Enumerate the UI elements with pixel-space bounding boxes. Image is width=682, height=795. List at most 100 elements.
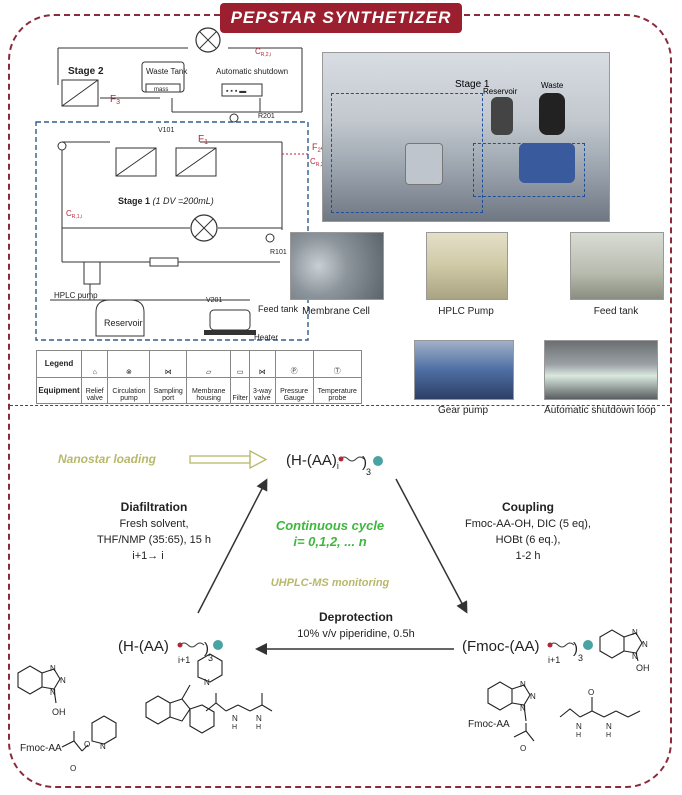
left-nanostar-icon xyxy=(213,640,223,650)
hplc-pump-caption: HPLC Pump xyxy=(438,306,494,317)
svg-text:N: N xyxy=(530,692,536,701)
stage1-photo-label: Stage 1 xyxy=(455,79,490,90)
legend-item: Sampling port xyxy=(149,376,187,404)
feed-tank-photo xyxy=(570,232,664,300)
svg-text:O: O xyxy=(70,764,76,773)
top-formula: (H-(AA)i xyxy=(286,452,339,471)
v201-label: V201 xyxy=(206,297,222,304)
gear-pump-shape xyxy=(519,143,575,183)
right-formula: (Fmoc-(AA) xyxy=(462,638,540,655)
r201-label: R201 xyxy=(258,113,275,120)
automatic-shutdown-photo xyxy=(544,340,658,400)
hobt-structure-right xyxy=(599,629,643,662)
stage1-photo: Stage 1 Reservoir Waste xyxy=(322,52,610,222)
svg-text:N: N xyxy=(100,742,106,751)
fmoc-aa-left: Fmoc-AA xyxy=(20,743,62,754)
svg-text:N: N xyxy=(232,714,238,723)
hobt-oh-left: OH xyxy=(52,707,66,717)
membrane-cell-photo xyxy=(290,232,384,300)
top-multiplier: 3 xyxy=(366,467,371,477)
diafiltration-line3: i+1→ i xyxy=(132,550,164,562)
temperature-probe-icon xyxy=(57,141,67,151)
coupling-line2: HOBt (6 eq.), xyxy=(496,534,561,546)
reaction-cycle: Nanostar loading (H-(AA)i ) 3 Diafiltrat… xyxy=(17,449,650,773)
stage1-box xyxy=(35,121,309,341)
left-formula: (H-(AA) xyxy=(118,638,169,655)
glass-vessel-shape xyxy=(405,143,443,185)
deprotection-title: Deprotection xyxy=(319,610,393,624)
legend-item: Filter xyxy=(230,376,250,404)
membrane-cell-caption: Membrane Cell xyxy=(302,306,370,317)
reservoir-label: Reservoir xyxy=(104,318,143,328)
svg-text:): ) xyxy=(362,454,367,471)
stage1-label: Stage 1 (1 DV =200mL) xyxy=(118,196,214,206)
hplc-pump-label: HPLC pump xyxy=(54,291,98,300)
nanostar-arrow-body xyxy=(189,455,251,464)
heater-plate xyxy=(204,330,256,335)
hobt-structure-left xyxy=(17,665,61,704)
waste-bottle-shape xyxy=(539,93,565,135)
coupling-line3: 1-2 h xyxy=(515,550,540,562)
waste-photo-label: Waste xyxy=(541,81,564,90)
equipment-legend: Legend ⌂ ⊗ ⋈ ▱ ▭ ⋈ Ⓟ Ⓣ Equipment Relief … xyxy=(36,350,363,404)
right-linker-dot xyxy=(547,642,553,648)
coupling-line1: Fmoc-AA-OH, DIC (5 eq), xyxy=(465,518,591,530)
svg-text:N: N xyxy=(576,722,582,731)
heater-label: Heater xyxy=(254,333,278,342)
automatic-shutdown-caption: Automatic shutdown loop xyxy=(544,405,656,416)
f1-label: F1 xyxy=(198,134,208,146)
mass-balance xyxy=(145,83,181,93)
svg-text:O: O xyxy=(588,688,594,697)
feed-tank-caption: Feed tank xyxy=(593,306,639,317)
circulation-pump-icon: ⊗ xyxy=(107,350,151,378)
svg-text:O: O xyxy=(520,744,526,753)
diafiltration-line1: Fresh solvent, xyxy=(119,518,188,530)
svg-text:N: N xyxy=(642,640,648,649)
svg-text:): ) xyxy=(573,640,578,657)
right-multiplier: 3 xyxy=(578,653,583,663)
reservoir-bottle-shape xyxy=(491,97,513,135)
legend-item: Temperature probe xyxy=(312,376,363,404)
feed-tank-label: Feed tank xyxy=(258,304,299,314)
temperature-probe-legend-icon: Ⓣ xyxy=(312,350,363,378)
hplc-pump-photo xyxy=(426,232,508,300)
legend-item: Pressure Gauge xyxy=(274,376,314,404)
diisopropyl-urea-structure-right xyxy=(559,697,641,718)
hobt-oh-right: OH xyxy=(636,663,650,673)
arrow-right-down xyxy=(395,478,468,614)
three-way-valve-icon: ⋈ xyxy=(249,350,276,378)
nanostar-loading-label: Nanostar loading xyxy=(58,452,157,466)
svg-text:N: N xyxy=(204,678,210,687)
process-schematic: Stage 2 F3 Waste Tank mass Automatic shu… xyxy=(35,27,327,342)
continuous-cycle-line2: i= 0,1,2, ... n xyxy=(293,534,366,549)
deprotection-line1: 10% v/v piperidine, 0.5h xyxy=(297,628,414,640)
diisopropyl-urea-structure xyxy=(205,693,273,712)
stage1-pressure-gauge-icon xyxy=(265,233,275,243)
legend-item: Relief valve xyxy=(80,376,109,404)
svg-text:H: H xyxy=(576,732,581,739)
svg-text:mass: mass xyxy=(154,87,168,93)
right-formula-sub: i+1 xyxy=(548,655,560,665)
cr2b-label: CR,2,i xyxy=(310,157,326,168)
cr1-label: CR,1,i xyxy=(66,209,82,220)
f3-label: F3 xyxy=(110,94,120,106)
svg-text:H: H xyxy=(232,724,237,731)
pressure-gauge-legend-icon: Ⓟ xyxy=(274,350,314,378)
legend-item: Circulation pump xyxy=(107,376,151,404)
left-multiplier: 3 xyxy=(208,653,213,663)
top-nanostar-icon xyxy=(373,456,383,466)
svg-text:): ) xyxy=(204,640,209,657)
svg-text:N: N xyxy=(632,628,638,637)
relief-valve-icon: ⌂ xyxy=(80,350,109,378)
svg-text:Waste Tank: Waste Tank xyxy=(146,67,188,76)
diafiltration-title: Diafiltration xyxy=(121,500,188,514)
svg-text:H: H xyxy=(256,724,261,731)
svg-text:N: N xyxy=(632,652,638,661)
filter-legend-icon: ▭ xyxy=(230,350,250,378)
section-divider xyxy=(10,405,670,406)
svg-text:H: H xyxy=(606,732,611,739)
svg-text:N: N xyxy=(520,704,526,713)
left-formula-sub: i+1 xyxy=(178,655,190,665)
automatic-shutdown-label: Automatic shutdown xyxy=(216,67,288,76)
membrane-housing-icon: ▱ xyxy=(185,350,232,378)
